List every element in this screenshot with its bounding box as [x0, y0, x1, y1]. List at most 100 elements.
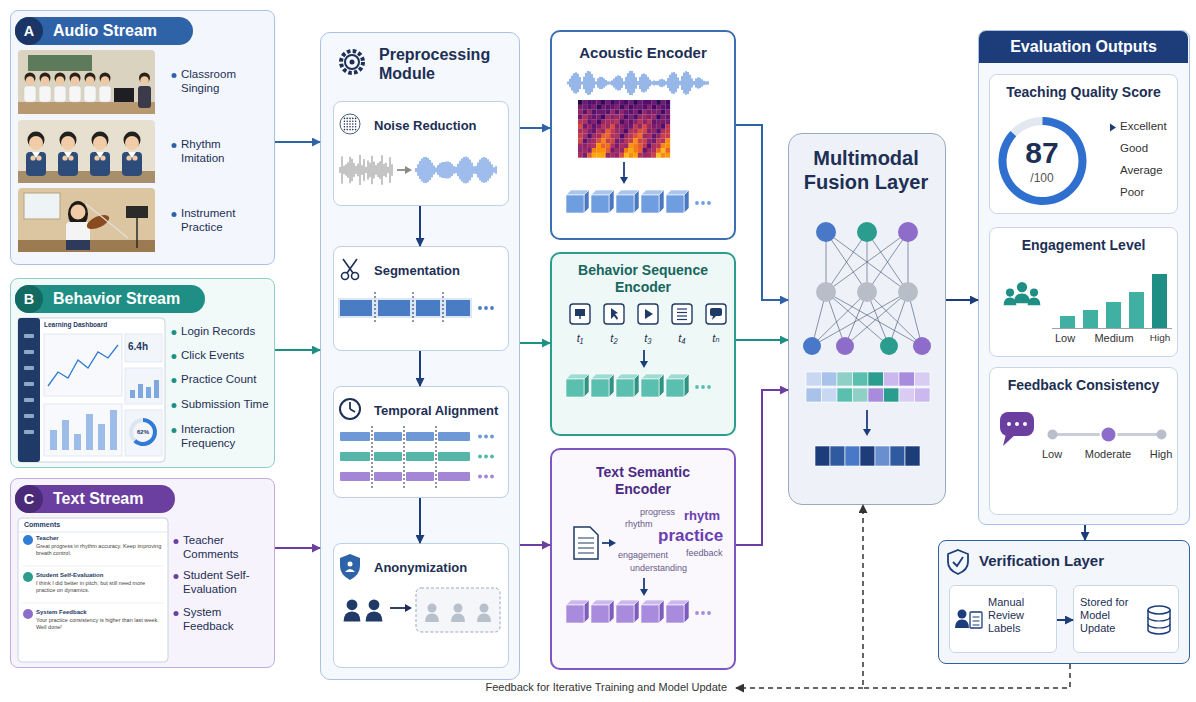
clean-waveform [484, 157, 485, 183]
connector-line [419, 498, 421, 543]
node-title: Behavior Sequence Encoder [568, 262, 718, 296]
clean-waveform [442, 162, 443, 178]
audio-waveform [626, 77, 627, 89]
spectrogram-cell [583, 124, 588, 129]
ellipsis-dot [484, 455, 488, 459]
network-neuron [816, 222, 836, 242]
spectrogram-cell [583, 119, 588, 124]
spectrogram-cell [592, 138, 597, 143]
spectrogram-cell [601, 119, 606, 124]
ellipsis-dot [707, 611, 711, 615]
screenshot-text: Great progress in rhythm accuracy. Keep … [36, 543, 162, 557]
spectrogram-cell [596, 138, 601, 143]
speech-bubble-icon [1007, 422, 1011, 426]
spectrogram-cell [619, 110, 624, 115]
spectrogram-cell [610, 124, 615, 129]
connector-line [419, 351, 421, 386]
ellipsis-dot [701, 385, 705, 389]
ellipsis-dot [484, 306, 488, 310]
node-title: Engagement Level [990, 237, 1177, 254]
segment-divider [413, 292, 414, 324]
clean-waveform [464, 157, 465, 183]
spectrogram-cell [587, 105, 592, 110]
spectrogram-cell [583, 105, 588, 110]
spectrogram-cell [642, 143, 647, 148]
audio-waveform [648, 77, 649, 89]
spectrogram-cell [615, 129, 620, 134]
spectrogram-cell [606, 143, 611, 148]
alignment-marker [372, 426, 373, 488]
spectrogram-cell [652, 153, 657, 158]
spectrogram-cell [638, 119, 643, 124]
spectrogram-cell [610, 129, 615, 134]
verification-panel: Verification LayerManual Review LabelsSt… [938, 540, 1190, 664]
spectrogram-cell [652, 119, 657, 124]
output-card: Engagement LevelLowMediumHigh [989, 227, 1178, 357]
spectrogram-cell [592, 148, 597, 153]
output-vector [845, 446, 860, 466]
noise-icon [355, 126, 357, 128]
noisy-waveform [350, 157, 351, 184]
spectrogram-cell [624, 129, 629, 134]
monitor-glyph [579, 316, 580, 319]
spectrogram-cell [647, 138, 652, 143]
scissors-icon [343, 259, 353, 273]
fused-feature [822, 388, 838, 402]
spectrogram-cell [633, 100, 638, 105]
audio-waveform [644, 73, 645, 92]
audio-waveform [604, 78, 605, 87]
violin [85, 212, 111, 232]
spectrogram-cell [665, 129, 670, 134]
stream-title: Text Stream [53, 489, 143, 508]
student-figure [61, 136, 75, 150]
menu-item [24, 382, 34, 386]
spectrogram-cell [624, 114, 629, 119]
bullet-item: Login Records [181, 325, 255, 339]
avatar [23, 572, 33, 582]
connector-line [275, 547, 320, 549]
output-card: Feedback ConsistencyLowModerateHigh [989, 367, 1178, 515]
spectrogram-cell [615, 105, 620, 110]
spectrogram-cell [619, 143, 624, 148]
spectrogram-cell [596, 129, 601, 134]
spectrogram-cell [583, 143, 588, 148]
audio-waveform [630, 71, 631, 95]
bullet-dot [172, 330, 177, 335]
stream-badge: B [15, 285, 43, 313]
window [24, 193, 60, 219]
noise-icon [349, 129, 351, 131]
spectrogram-cell [587, 138, 592, 143]
audio-waveform [654, 80, 655, 85]
mini-bar [62, 420, 69, 450]
ellipsis-dot [707, 385, 711, 389]
noise-icon [346, 120, 348, 122]
ellipsis-dot [478, 435, 482, 439]
scale-label: High [1146, 448, 1176, 461]
audio-waveform [670, 75, 671, 91]
clean-waveform [422, 158, 423, 181]
spectrogram-cell [610, 119, 615, 124]
bullet-dot [172, 403, 177, 408]
spectrogram-cell [647, 119, 652, 124]
spectrogram-cell [629, 119, 634, 124]
people-icon [1030, 289, 1038, 297]
feature-cube [666, 195, 684, 213]
bullet-item: Rhythm Imitation [181, 138, 263, 166]
noisy-waveform [344, 166, 345, 174]
spectrogram-cell [615, 148, 620, 153]
bullet-item: Instrument Practice [181, 207, 263, 235]
segment-block [416, 300, 440, 316]
score-value: 87 [1012, 135, 1072, 171]
student-figure [36, 155, 41, 160]
spectrogram-cell [606, 138, 611, 143]
feature-cube [591, 195, 609, 213]
noise-icon [344, 129, 346, 131]
mini-bar [146, 387, 151, 398]
fused-feature [915, 372, 931, 386]
spectrogram-cell [615, 153, 620, 158]
spectrogram-cell [583, 129, 588, 134]
stat-card [125, 334, 162, 362]
event-icon [672, 304, 692, 324]
node-title: Feedback Consistency [990, 377, 1177, 394]
audio-waveform [588, 71, 589, 95]
